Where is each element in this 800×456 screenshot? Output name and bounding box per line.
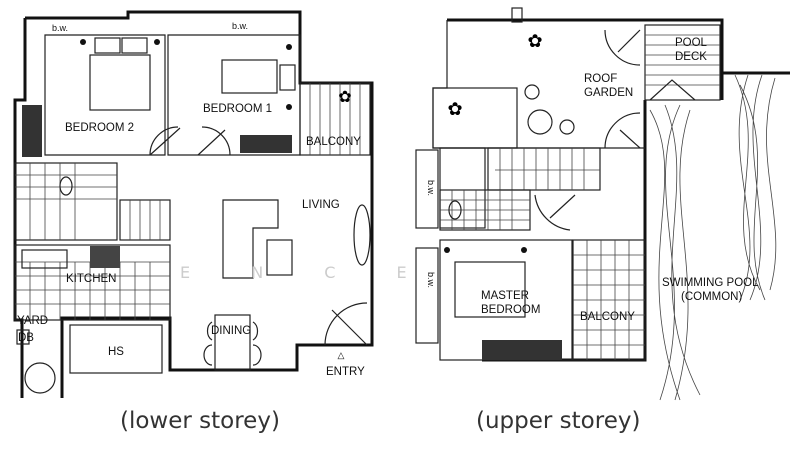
room-label-pool: POOL xyxy=(675,37,708,49)
room-label-balcony: BALCONY xyxy=(580,311,635,323)
room-label-swimming-pool: SWIMMING POOL xyxy=(662,277,759,289)
room-label-bw: b.w. xyxy=(426,272,436,288)
room-label-yard: YARD xyxy=(17,315,48,327)
room-label-entry: ENTRY xyxy=(326,366,365,378)
room-label-bw: b.w. xyxy=(232,21,248,31)
upper-balcony-tiles xyxy=(572,239,646,361)
room-label-bedroom-1: BEDROOM 1 xyxy=(203,103,272,115)
room-label-common: (COMMON) xyxy=(681,291,742,303)
room-label-dining: DINING xyxy=(211,325,251,337)
room-label-bw: b.w. xyxy=(426,180,436,196)
sofa xyxy=(222,199,371,279)
upper-storey-plan: ✿ ✿ xyxy=(415,7,790,401)
room-label-roof: ROOF xyxy=(584,73,617,85)
caption-lower-storey: (lower storey) xyxy=(120,408,280,434)
room-label-balcony: BALCONY xyxy=(306,136,361,148)
entry-arrow-icon: △ xyxy=(338,350,345,360)
room-label-deck: DECK xyxy=(675,51,707,63)
staircase xyxy=(487,147,601,191)
pool-deck-decking xyxy=(644,24,721,101)
plant-icon: ✿ xyxy=(527,31,542,51)
caption-upper-storey: (upper storey) xyxy=(476,408,640,434)
swimming-pool-waves xyxy=(649,71,790,401)
room-label-master: MASTER xyxy=(481,290,529,302)
room-label-garden: GARDEN xyxy=(584,87,633,99)
room-label-bedroom-2: BEDROOM 2 xyxy=(65,122,134,134)
wardrobe-hatch xyxy=(22,105,292,157)
room-label-kitchen: KITCHEN xyxy=(66,273,116,285)
room-label-bedroom: BEDROOM xyxy=(481,304,540,316)
room-label-bw: b.w. xyxy=(52,23,68,33)
room-label-living: LIVING xyxy=(302,199,340,211)
balcony-decking: ✿ xyxy=(299,82,371,156)
tile-grid xyxy=(14,162,171,321)
dining-table xyxy=(203,314,262,371)
plant-icon: ✿ xyxy=(338,89,351,106)
bathroom-tiles xyxy=(415,147,531,344)
watermark: E N C E xyxy=(180,263,435,282)
room-label-hs: HS xyxy=(108,346,124,358)
room-label-db: DB xyxy=(18,332,34,344)
plant-icon: ✿ xyxy=(447,99,462,119)
lower-storey-plan: ✿ b.w. b.w. BEDROOM xyxy=(13,10,374,398)
